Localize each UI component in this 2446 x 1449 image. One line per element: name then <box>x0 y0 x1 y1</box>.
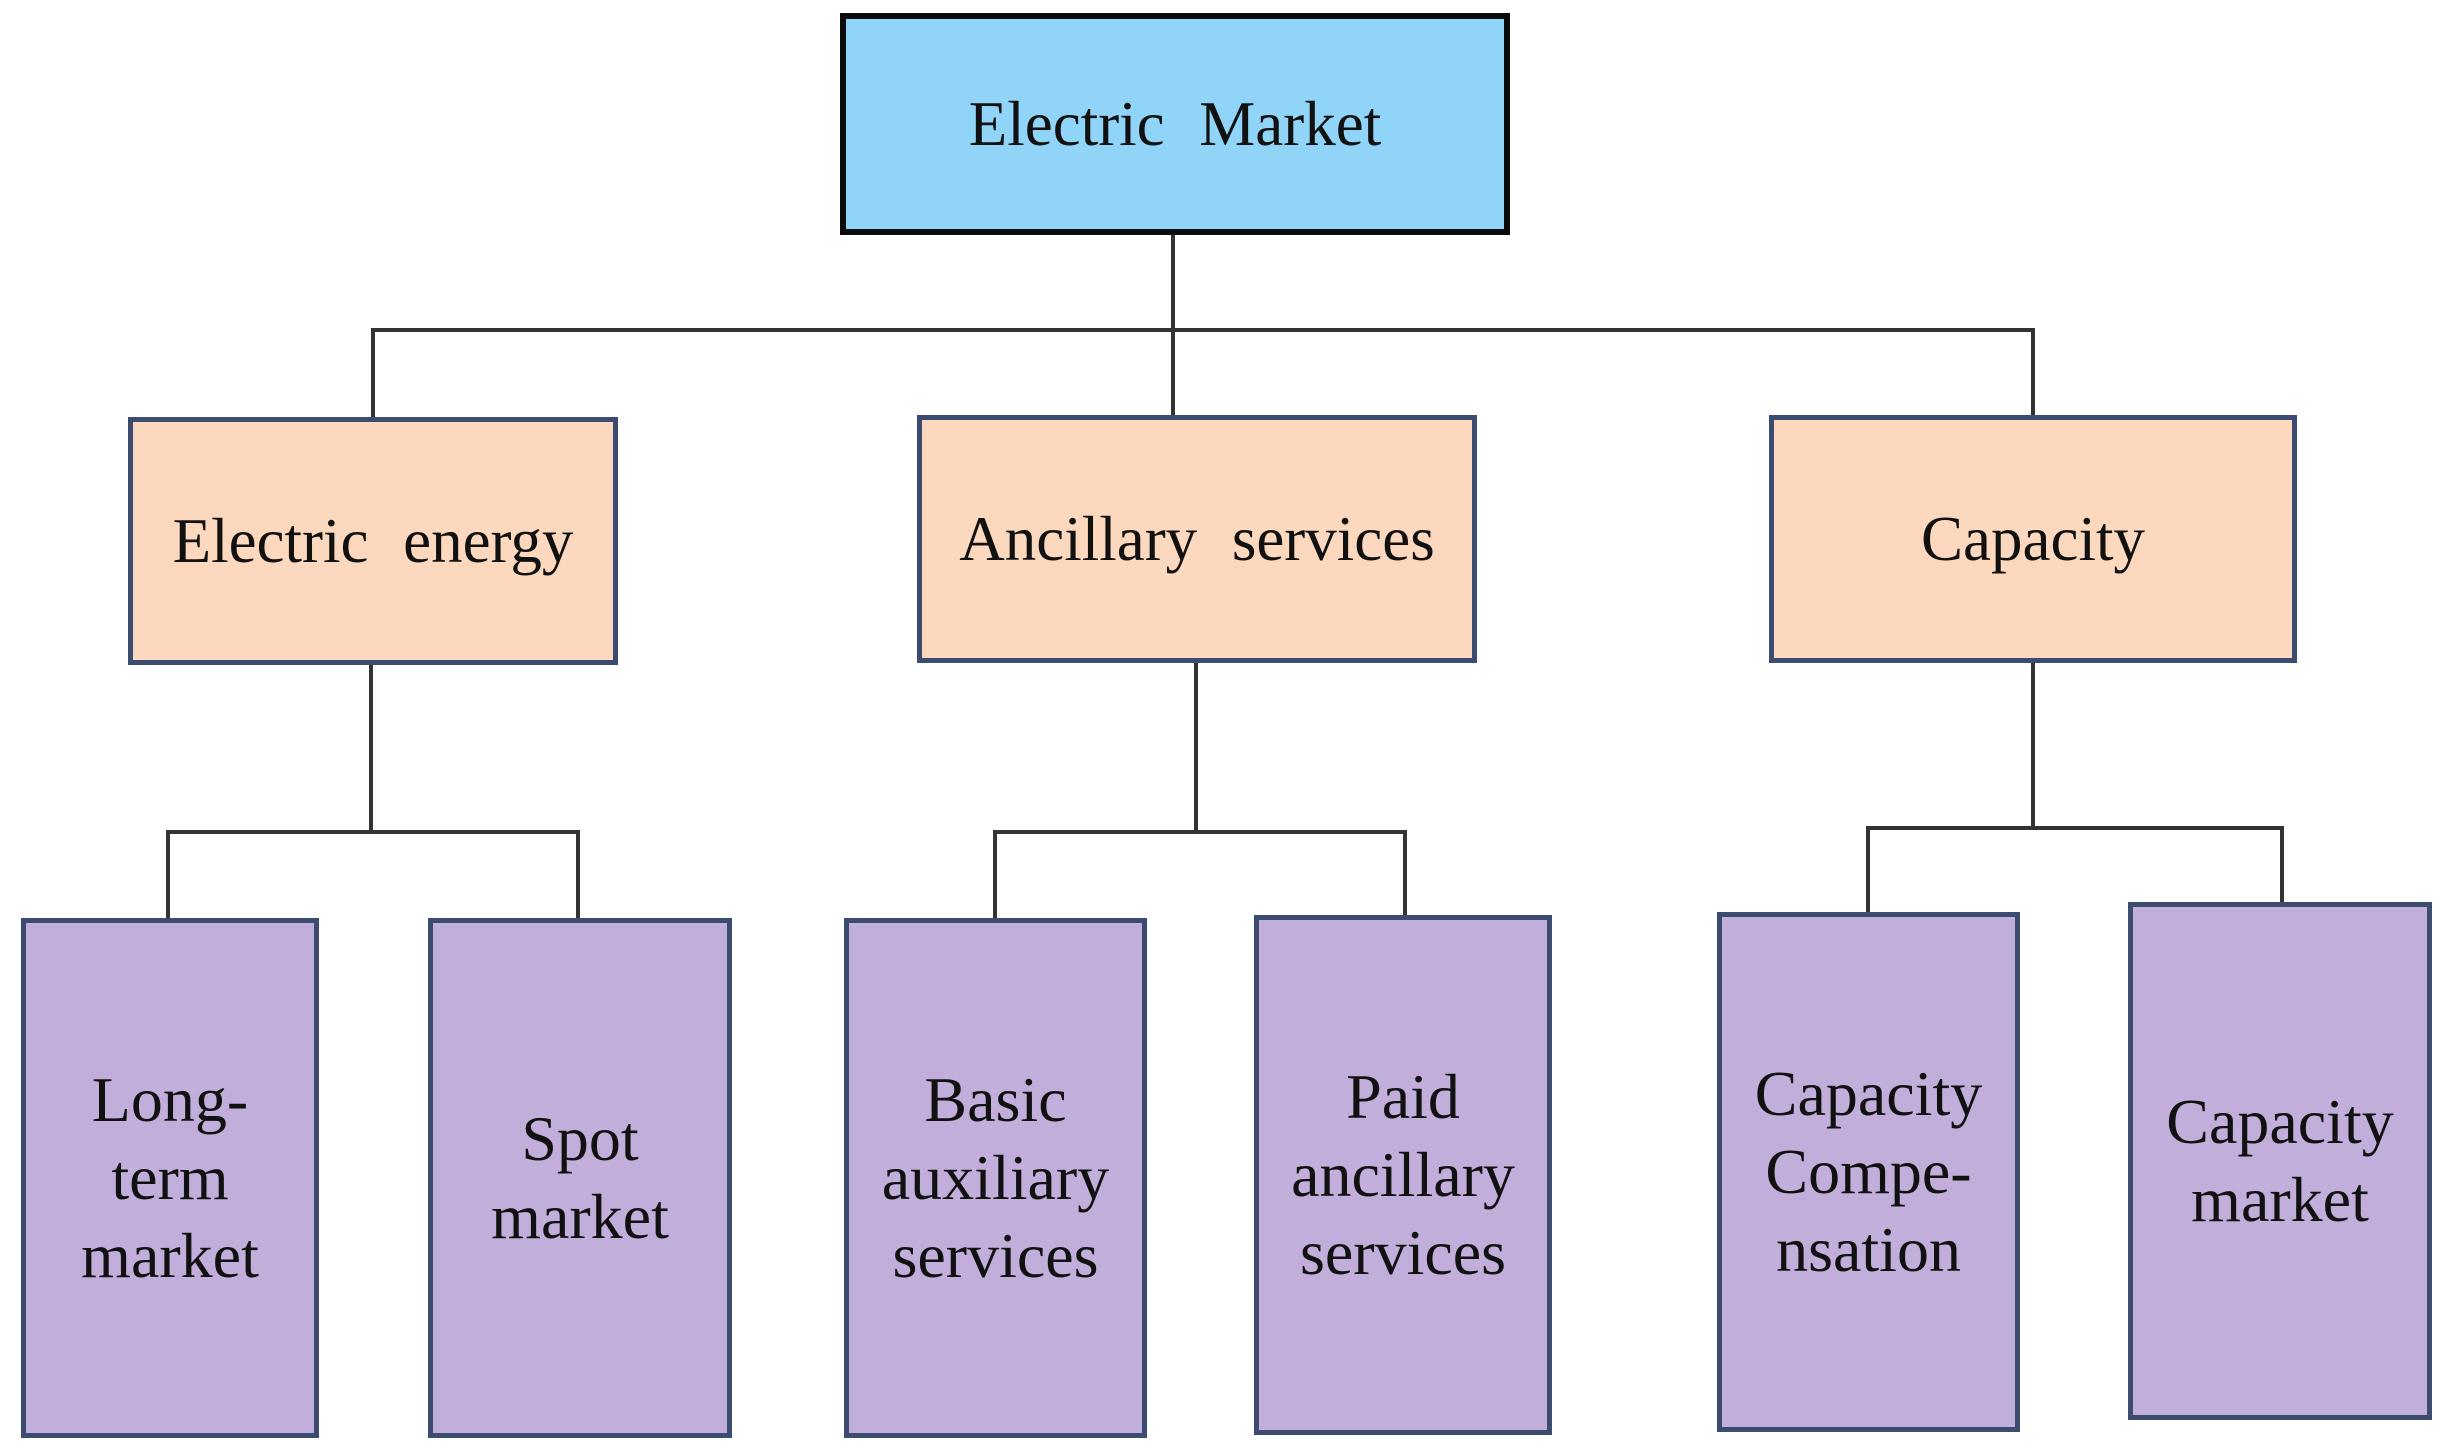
connector-drop-capacity-compensation <box>1866 826 1870 915</box>
node-electric-energy: Electric energy <box>128 417 618 665</box>
connector-capacity-bus <box>1866 826 2284 830</box>
connector-drop-spot-market <box>576 830 580 921</box>
node-capacity-compensation: Capacity Compe- nsation <box>1717 912 2020 1432</box>
connector-drop-paid-ancillary <box>1403 830 1407 918</box>
node-electric-market: Electric Market <box>840 13 1510 235</box>
connector-electric-energy-stem <box>369 663 373 834</box>
connector-drop-electric-energy <box>371 328 375 420</box>
node-spot-market: Spot market <box>428 918 732 1438</box>
connector-ancillary-bus <box>993 830 1407 834</box>
connector-drop-capacity <box>2031 328 2035 418</box>
connector-capacity-stem <box>2031 663 2035 830</box>
connector-drop-long-term-market <box>166 830 170 921</box>
node-ancillary-services: Ancillary services <box>917 415 1477 663</box>
node-long-term-market: Long- term market <box>21 918 319 1438</box>
connector-ancillary-stem <box>1194 663 1198 834</box>
connector-drop-capacity-market <box>2280 826 2284 905</box>
connector-root-stem <box>1171 232 1175 417</box>
node-capacity: Capacity <box>1769 415 2297 663</box>
node-paid-ancillary-services: Paid ancillary services <box>1254 915 1552 1435</box>
node-basic-auxiliary-services: Basic auxiliary services <box>844 918 1147 1438</box>
connector-electric-energy-bus <box>166 830 580 834</box>
connector-drop-basic-auxiliary <box>993 830 997 921</box>
connector-level1-bus <box>373 328 2035 332</box>
node-capacity-market: Capacity market <box>2128 902 2432 1420</box>
